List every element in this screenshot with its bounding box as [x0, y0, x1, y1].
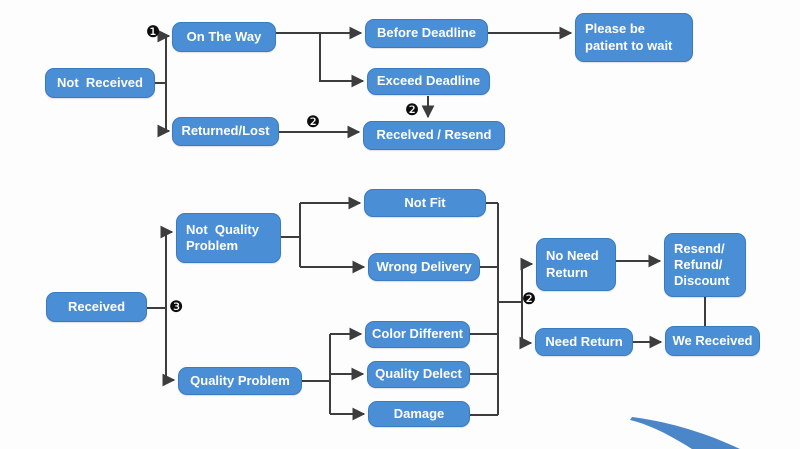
node-not-quality-problem: Not Quality Problem	[176, 213, 281, 263]
badge-step-2-return-junction: ❷	[521, 289, 537, 308]
top-section-connectors	[155, 26, 573, 139]
node-no-need-return: No Need Return	[536, 238, 616, 291]
node-damage: Damage	[368, 401, 470, 427]
node-wrong-delivery: Wrong Delivery	[368, 253, 480, 281]
node-exceed-deadline: Exceed Deadline	[367, 68, 490, 95]
node-not-fit: Not Fit	[364, 189, 486, 217]
node-we-received: We Received	[665, 326, 760, 356]
node-quality-delect: Quality Delect	[367, 361, 470, 388]
node-returned-lost: Returned/Lost	[172, 117, 279, 146]
node-recelved-resend: Recelved / Resend	[363, 121, 505, 150]
bottom-section-connectors	[147, 196, 706, 421]
node-need-return: Need Return	[535, 328, 633, 356]
node-color-different: Color Different	[365, 321, 470, 348]
badge-step-1: ❶	[145, 22, 161, 41]
node-quality-problem: Quality Problem	[178, 367, 302, 395]
node-on-the-way: On The Way	[172, 22, 276, 52]
node-before-deadline: Before Deadline	[365, 19, 488, 48]
badge-step-2-exceed: ❷	[404, 100, 420, 119]
badge-step-2-returned: ❷	[305, 112, 321, 131]
node-received: Received	[46, 292, 147, 322]
node-not-received: Not Received	[45, 68, 155, 98]
brand-swoosh	[630, 417, 740, 449]
badge-step-3: ❸	[168, 297, 184, 316]
node-please-be-patient: Please be patient to wait	[575, 13, 693, 62]
node-resend-refund-discount: Resend/ Refund/ Discount	[664, 233, 746, 297]
